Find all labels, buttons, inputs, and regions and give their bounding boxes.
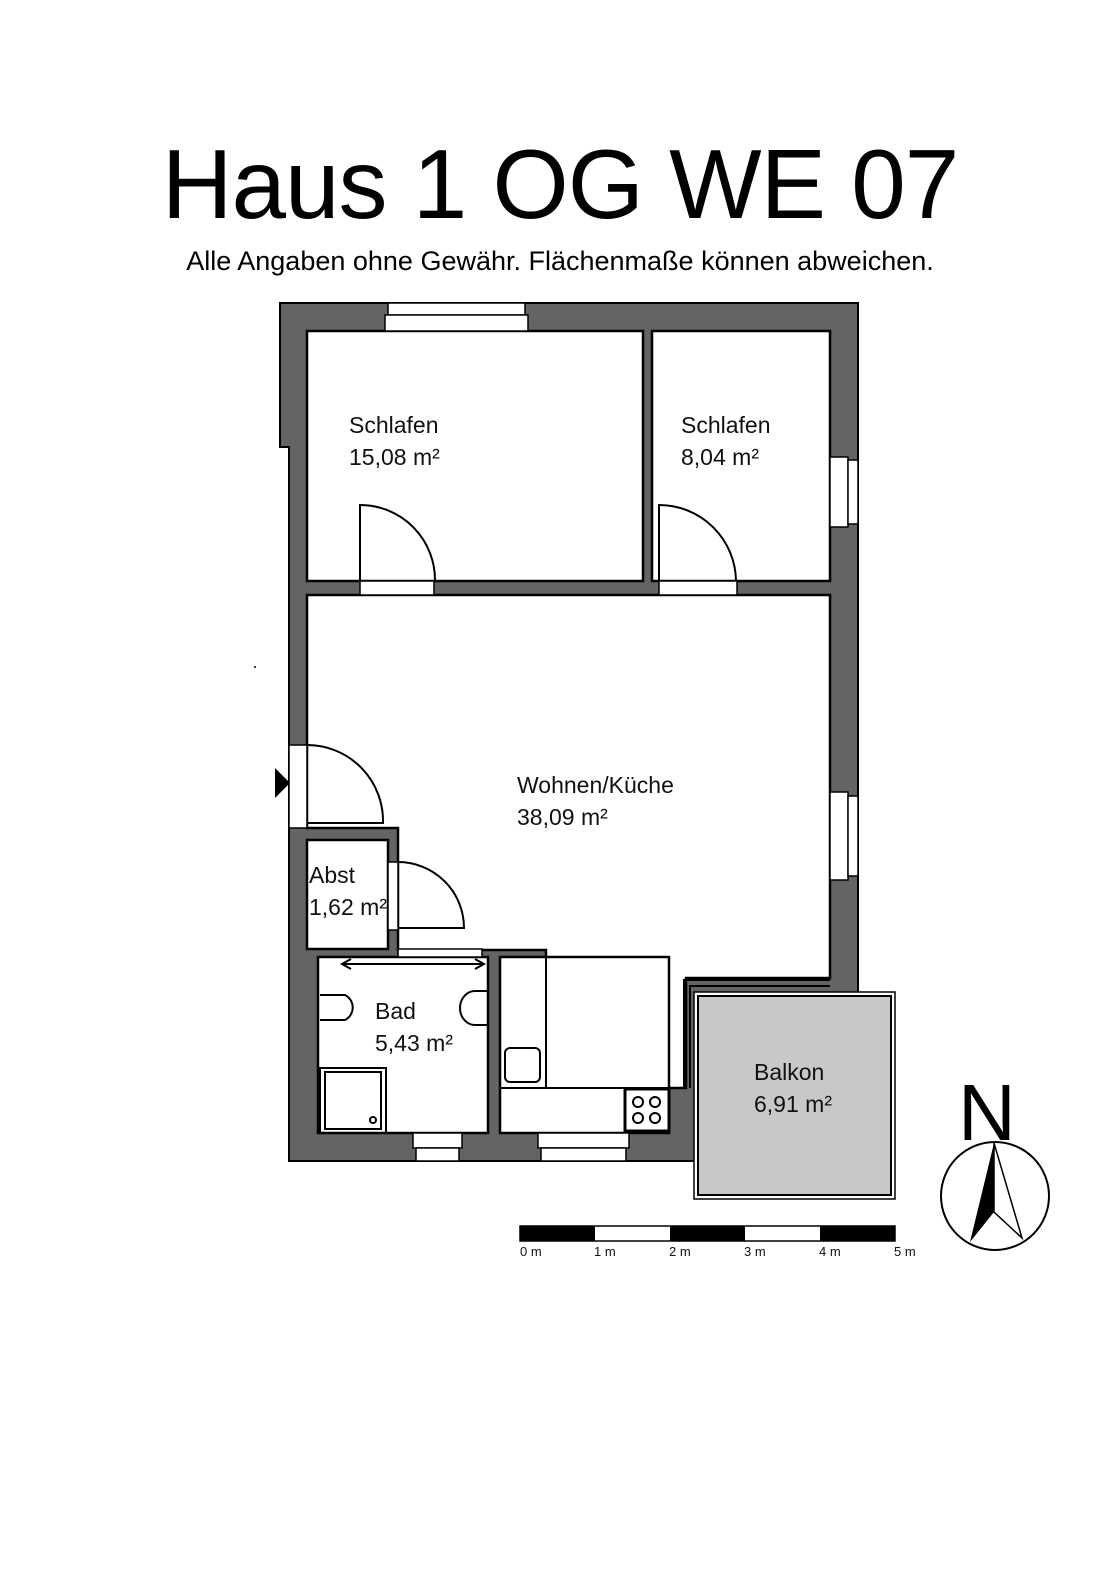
- scale-label: 2 m: [669, 1244, 691, 1259]
- room-area: 8,04 m²: [681, 444, 759, 470]
- dot: [254, 666, 256, 668]
- windows: [384, 302, 859, 1162]
- sink-icon: [504, 1047, 541, 1083]
- scale-bar: 0 m 1 m 2 m 3 m 4 m 5 m: [519, 1225, 916, 1259]
- room-area: 38,09 m²: [517, 804, 608, 830]
- toilet-icon: [320, 994, 354, 1021]
- room-area: 1,62 m²: [309, 894, 387, 920]
- scale-label: 4 m: [819, 1244, 841, 1259]
- room-name: Balkon: [754, 1059, 824, 1085]
- scale-label: 3 m: [744, 1244, 766, 1259]
- scale-label: 5 m: [894, 1244, 916, 1259]
- room-name: Abst: [309, 862, 356, 888]
- disclaimer: Alle Angaben ohne Gewähr. Flächenmaße kö…: [186, 246, 934, 276]
- room-name: Schlafen: [349, 412, 439, 438]
- scale-label: 0 m: [520, 1244, 542, 1259]
- room-bad: [316, 955, 490, 1135]
- double-arrow-icon: [339, 958, 487, 970]
- room-name: Schlafen: [681, 412, 771, 438]
- shower-tray: [324, 1071, 382, 1130]
- room-schlafen-2: [650, 329, 832, 583]
- drain-icon: [369, 1116, 377, 1124]
- room-area: 5,43 m²: [375, 1030, 453, 1056]
- shower-icon: [319, 1067, 387, 1134]
- stove-icon: [623, 1087, 671, 1133]
- entrance-marker-icon: [275, 768, 290, 798]
- room-name: Wohnen/Küche: [517, 772, 674, 798]
- room-area: 15,08 m²: [349, 444, 440, 470]
- page-title: Haus 1 OG WE 07: [161, 129, 960, 239]
- scale-label: 1 m: [594, 1244, 616, 1259]
- doors: [288, 503, 830, 1088]
- basin-icon: [459, 990, 488, 1026]
- room-name: Bad: [375, 998, 416, 1024]
- balcony: [693, 991, 896, 1200]
- north-arrow-icon: N: [940, 1068, 1050, 1251]
- room-area: 6,91 m²: [754, 1091, 832, 1117]
